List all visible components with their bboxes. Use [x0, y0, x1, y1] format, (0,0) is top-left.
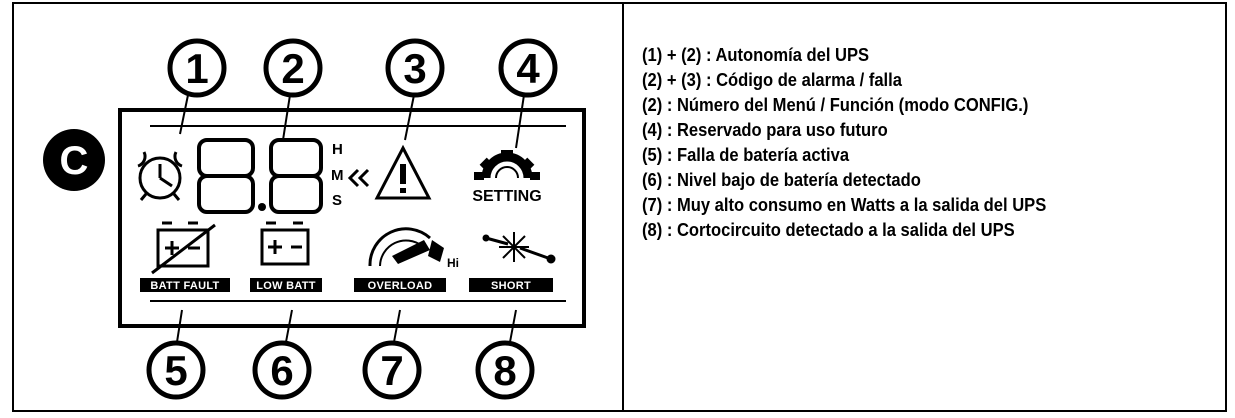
- double-chevron-left-icon: [347, 168, 370, 188]
- overload-badge: [354, 278, 446, 292]
- legend-item: (6) : Nivel bajo de batería detectado: [642, 170, 921, 190]
- low-battery-icon: [260, 221, 310, 266]
- digit-1: [197, 138, 255, 214]
- short-label: SHORT: [491, 280, 531, 292]
- callout-1: 1: [167, 38, 227, 135]
- overload-label: OVERLOAD: [368, 280, 433, 292]
- callout-1-number: 1: [185, 45, 208, 92]
- callout-3-number: 3: [403, 45, 426, 92]
- digit-2: [269, 138, 323, 214]
- low-batt-badge: [250, 278, 322, 292]
- seven-segment-digits: [197, 138, 323, 214]
- legend-list: (1) + (2) : Autonomía del UPS (2) + (3) …: [642, 43, 1081, 243]
- legend-item: (2) : Número del Menú / Función (modo CO…: [642, 95, 1029, 115]
- callout-6: 6: [252, 309, 312, 400]
- callout-8: 8: [475, 309, 535, 400]
- unit-seconds: S: [332, 192, 342, 209]
- lcd-bezel: [118, 108, 586, 328]
- legend-item: (1) + (2) : Autonomía del UPS: [642, 45, 870, 65]
- legend-item: (8) : Cortocircuito detectado a la salid…: [642, 220, 1015, 240]
- overload-gauge-icon: [368, 227, 444, 267]
- decimal-point: [258, 203, 266, 211]
- callout-7: 7: [362, 309, 422, 400]
- batt-fault-label: BATT FAULT: [150, 280, 219, 292]
- callout-8-number: 8: [493, 347, 516, 394]
- short-badge: [469, 278, 553, 292]
- battery-fault-icon: [151, 221, 216, 275]
- callout-5: 5: [146, 309, 206, 400]
- lcd-display-diagram: C 1 2 3 4: [43, 38, 586, 400]
- setting-label: SETTING: [472, 188, 541, 205]
- callout-7-number: 7: [380, 347, 403, 394]
- callout-3: 3: [385, 38, 445, 141]
- gear-icon: [474, 150, 540, 180]
- callout-2: 2: [263, 38, 323, 141]
- unit-hours: H: [332, 141, 343, 158]
- legend-item: (4) : Reservado para uso futuro: [642, 120, 888, 140]
- warning-triangle-icon: [374, 144, 432, 200]
- low-batt-label: LOW BATT: [256, 280, 316, 292]
- panel-letter-badge: C: [43, 129, 105, 191]
- batt-fault-badge: [140, 278, 230, 292]
- legend-item: (5) : Falla de batería activa: [642, 145, 850, 165]
- legend-item: (2) + (3) : Código de alarma / falla: [642, 70, 902, 90]
- callout-6-number: 6: [270, 347, 293, 394]
- callout-5-number: 5: [164, 347, 187, 394]
- diagram-frame: [12, 2, 1227, 412]
- short-circuit-icon: [482, 232, 556, 264]
- alarm-clock-icon: [137, 151, 183, 201]
- panel-divider: [622, 2, 624, 412]
- panel-letter: C: [60, 139, 89, 183]
- callout-4: 4: [498, 38, 558, 149]
- unit-minutes: M: [331, 167, 344, 184]
- legend-item: (7) : Muy alto consumo en Watts a la sal…: [642, 195, 1047, 215]
- callout-2-number: 2: [281, 45, 304, 92]
- callout-4-number: 4: [516, 45, 540, 92]
- hi-label: Hi: [447, 256, 459, 270]
